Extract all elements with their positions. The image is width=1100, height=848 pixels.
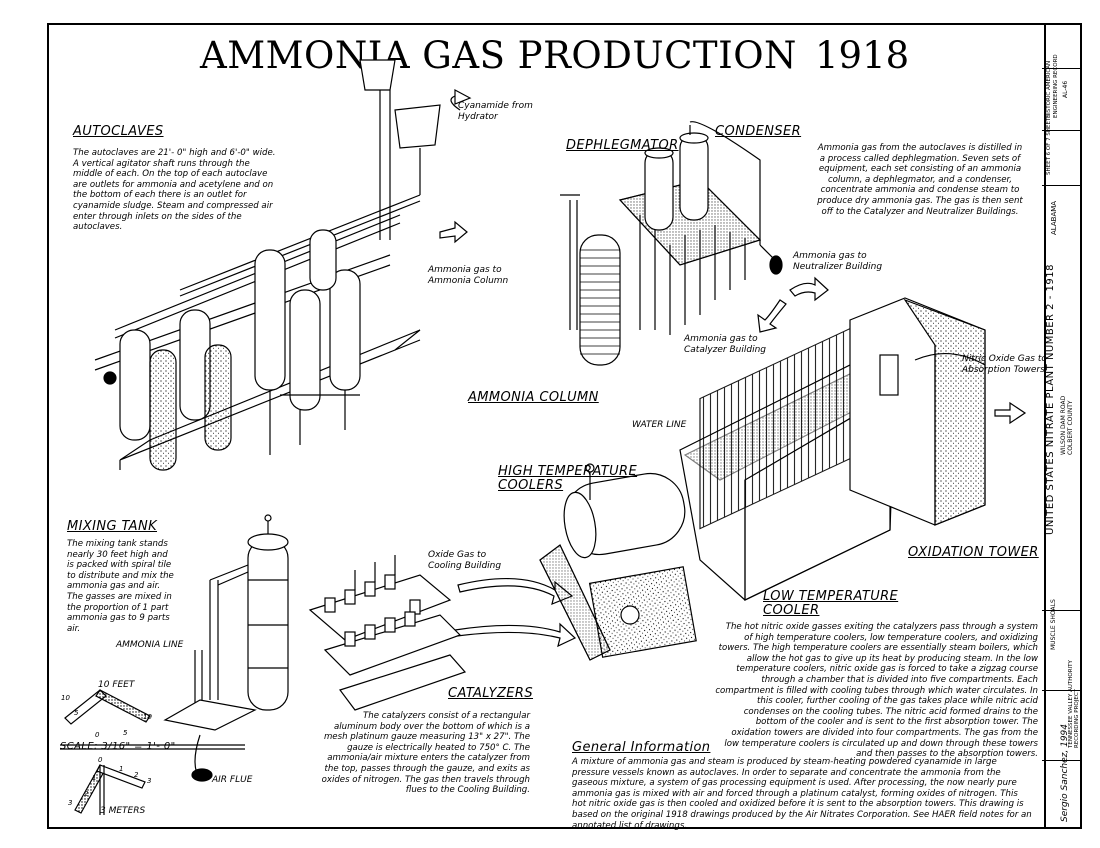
location-line-2: COLBERT COUNTY: [1067, 400, 1074, 455]
state-label: ALABAMA: [1050, 200, 1058, 235]
label-to-column-2: Ammonia Column: [428, 276, 509, 286]
label-to-catalyzer-2: Catalyzer Building: [684, 345, 767, 355]
tb-divider: [1042, 185, 1080, 186]
condenser-heading: CONDENSER: [715, 124, 802, 139]
page-title: AMMONIA GAS PRODUCTION: [200, 34, 797, 77]
scale-label: SCALE: 3/16" = 1'- 0": [60, 741, 176, 752]
record-line-1: HISTORIC AMERICAN: [1046, 60, 1052, 118]
tb-divider: [1042, 690, 1080, 691]
cooler-description: The hot nitric oxide gasses exiting the …: [715, 622, 1038, 760]
low-temp-heading-1: LOW TEMPERATURE: [763, 589, 899, 604]
location-line-1: WILSON DAM ROAD: [1060, 395, 1067, 455]
autoclaves-drawing: [94, 59, 441, 471]
ammonia-column-heading: AMMONIA COLUMN: [468, 390, 599, 405]
scale-meter-tick-3: 3: [68, 799, 73, 807]
scale-meter-tick-6: 3: [147, 777, 152, 785]
condenser-description: Ammonia gas from the autoclaves is disti…: [817, 143, 1023, 217]
label-nitric-2: Absorption Towers: [962, 365, 1045, 375]
label-cyanamide-1: Cyanamide from: [458, 101, 533, 111]
autoclaves-description: The autoclaves are 21'- 0" high and 6'-0…: [73, 148, 276, 233]
label-ammonia-line: AMMONIA LINE: [116, 640, 184, 650]
label-to-neutralizer-1: Ammonia gas to: [793, 251, 867, 261]
arrow-to-column: [439, 220, 468, 244]
region-label: MUSCLE SHOALS: [1050, 599, 1057, 650]
drawing-border: [47, 23, 1046, 829]
tb-divider: [1042, 760, 1080, 761]
record-line-2: ENGINEERING RECORD: [1053, 54, 1059, 118]
autoclaves-heading: AUTOCLAVES: [73, 124, 164, 139]
scale-meter-tick-4: 1: [119, 765, 124, 773]
scale-feet-tick-4: 5: [123, 729, 128, 737]
sheet-label: SHEET 6 OF 7 SHEETS: [1046, 114, 1052, 175]
label-nitric-1: Nitric Oxide Gas to: [962, 354, 1047, 364]
low-temp-heading-2: COOLER: [763, 603, 820, 618]
tb-divider: [1042, 610, 1080, 611]
dephlegmator-heading: DEPHLEGMATOR: [566, 138, 679, 153]
scale-meter-tick-1: 1: [92, 774, 97, 782]
sponsor-line-2: RECORDING PROJECT: [1074, 688, 1080, 748]
label-to-catalyzer-1: Ammonia gas to: [684, 334, 758, 344]
oxidation-tower-heading: OXIDATION TOWER: [908, 545, 1039, 560]
catalyzers-heading: CATALYZERS: [448, 686, 534, 701]
scale-meter-tick-2: 2: [84, 790, 89, 798]
project-title: UNITED STATES NITRATE PLANT NUMBER 2 - 1…: [1045, 264, 1056, 535]
scale-drawing: [60, 689, 245, 815]
record-number: AL-46: [1062, 80, 1069, 98]
high-temp-heading-1: HIGH TEMPERATURE: [498, 464, 638, 479]
tb-divider: [1042, 68, 1080, 69]
tb-divider: [1042, 130, 1080, 131]
title-block: [1042, 23, 1082, 829]
label-oxide-1: Oxide Gas to: [428, 550, 487, 560]
scale-feet-tick-3: 0: [95, 731, 100, 739]
label-air-flue: AIR FLUE: [212, 775, 253, 785]
scale-feet-tick-5: 10: [143, 713, 152, 721]
cooler-drawing: [539, 297, 986, 661]
label-water-line: WATER LINE: [632, 420, 687, 430]
scale-feet-tick-1: 10: [61, 694, 70, 702]
mixing-tank-description: The mixing tank stands nearly 30 feet hi…: [67, 539, 174, 634]
general-heading: General Information: [572, 740, 711, 755]
label-cyanamide-2: Hydrator: [458, 112, 498, 122]
dephlegmator-drawing: [560, 121, 783, 366]
scale-feet-tick-2: 5: [74, 709, 79, 717]
label-to-neutralizer-2: Neutralizer Building: [793, 262, 883, 272]
catalyzers-drawing: [308, 555, 467, 711]
scale-meter-tick-0: 0: [98, 756, 103, 764]
high-temp-heading-2: COOLERS: [498, 478, 564, 493]
scale-meter-tick-5: 2: [134, 771, 139, 779]
scale-feet-label: 10 FEET: [98, 680, 135, 690]
mixing-tank-drawing: [163, 514, 289, 782]
label-oxide-2: Cooling Building: [428, 561, 502, 571]
mixing-tank-heading: MIXING TANK: [67, 519, 158, 534]
catalyzers-description: The catalyzers consist of a rectangular …: [321, 711, 530, 796]
page-year: 1918: [815, 34, 910, 77]
label-to-column-1: Ammonia gas to: [428, 265, 502, 275]
general-description: A mixture of ammonia gas and steam is pr…: [572, 757, 1032, 831]
scale-meters-label: 3 METERS: [100, 806, 146, 816]
